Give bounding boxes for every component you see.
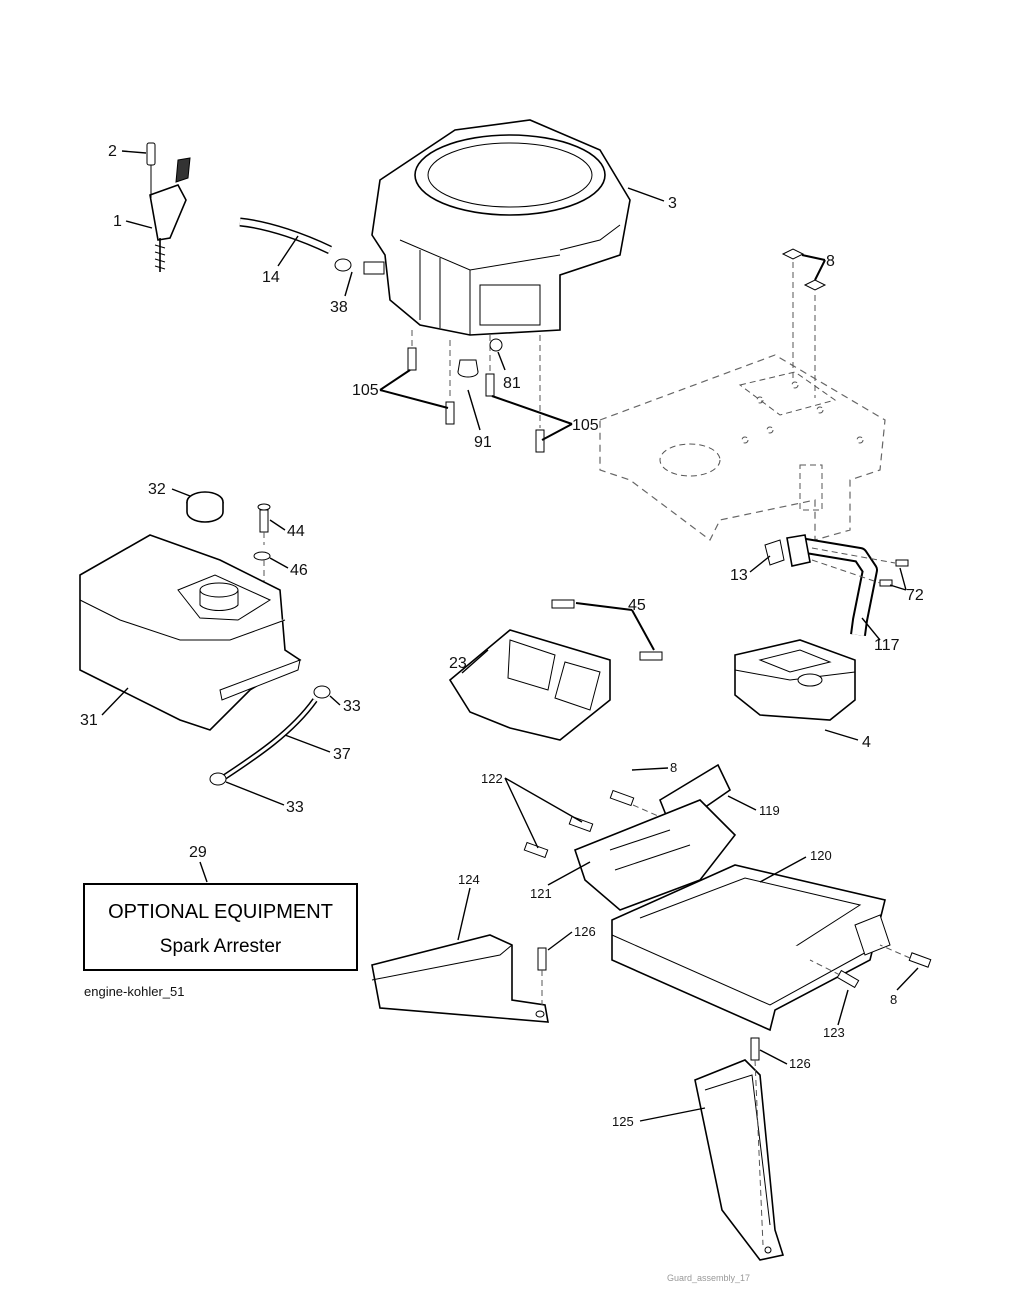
optional-equipment-subtitle: Spark Arrester (159, 936, 282, 957)
callout-72: 72 (906, 587, 924, 604)
callout-4: 4 (862, 734, 871, 751)
callout-13: 13 (730, 567, 748, 584)
callout-91: 91 (474, 434, 492, 451)
callout-105-left: 105 (352, 382, 379, 399)
guard-bracket (574, 763, 737, 911)
guard-tray (611, 864, 891, 1032)
callout-8-guard-top: 8 (670, 760, 677, 775)
callout-23: 23 (449, 655, 467, 672)
callout-33-top: 33 (343, 698, 361, 715)
engine-reference-label: engine-kohler_51 (84, 984, 185, 999)
callout-126-upper: 126 (574, 924, 596, 939)
deflector-125 (694, 1059, 785, 1261)
callout-38: 38 (330, 299, 348, 316)
callout-122: 122 (481, 771, 503, 786)
callout-119: 119 (759, 803, 780, 818)
callout-124: 124 (458, 872, 480, 887)
callout-3: 3 (668, 195, 677, 212)
callout-32: 32 (148, 481, 166, 498)
callout-31: 31 (80, 712, 98, 729)
deflector-124 (371, 934, 549, 1023)
optional-equipment-box: OPTIONAL EQUIPMENT Spark Arrester (83, 883, 358, 971)
callout-126-lower: 126 (789, 1056, 811, 1071)
callout-81: 81 (503, 375, 521, 392)
callout-44: 44 (287, 523, 305, 540)
callout-120: 120 (810, 848, 832, 863)
callout-117: 117 (874, 637, 900, 654)
throttle-control (146, 142, 191, 272)
guard-reference-label: Guard_assembly_17 (667, 1273, 751, 1283)
engine (371, 119, 631, 336)
callout-33-bottom: 33 (286, 799, 304, 816)
callout-123: 123 (823, 1025, 845, 1040)
frame (599, 354, 886, 541)
callout-45: 45 (628, 597, 646, 614)
muffler (734, 639, 856, 721)
fuel-tank (79, 534, 302, 731)
callout-37: 37 (333, 746, 351, 763)
heat-shield (448, 629, 611, 741)
callout-8-frame: 8 (826, 253, 835, 270)
callout-8-guard-bottom: 8 (890, 992, 897, 1007)
callout-105-right: 105 (572, 417, 599, 434)
callout-14: 14 (262, 269, 280, 286)
callout-29: 29 (189, 844, 207, 861)
callout-1: 1 (113, 213, 122, 230)
callout-125: 125 (612, 1114, 634, 1129)
callout-2: 2 (108, 143, 117, 160)
callout-46: 46 (290, 562, 308, 579)
callout-121: 121 (530, 886, 552, 901)
optional-equipment-title: OPTIONAL EQUIPMENT (108, 901, 333, 923)
